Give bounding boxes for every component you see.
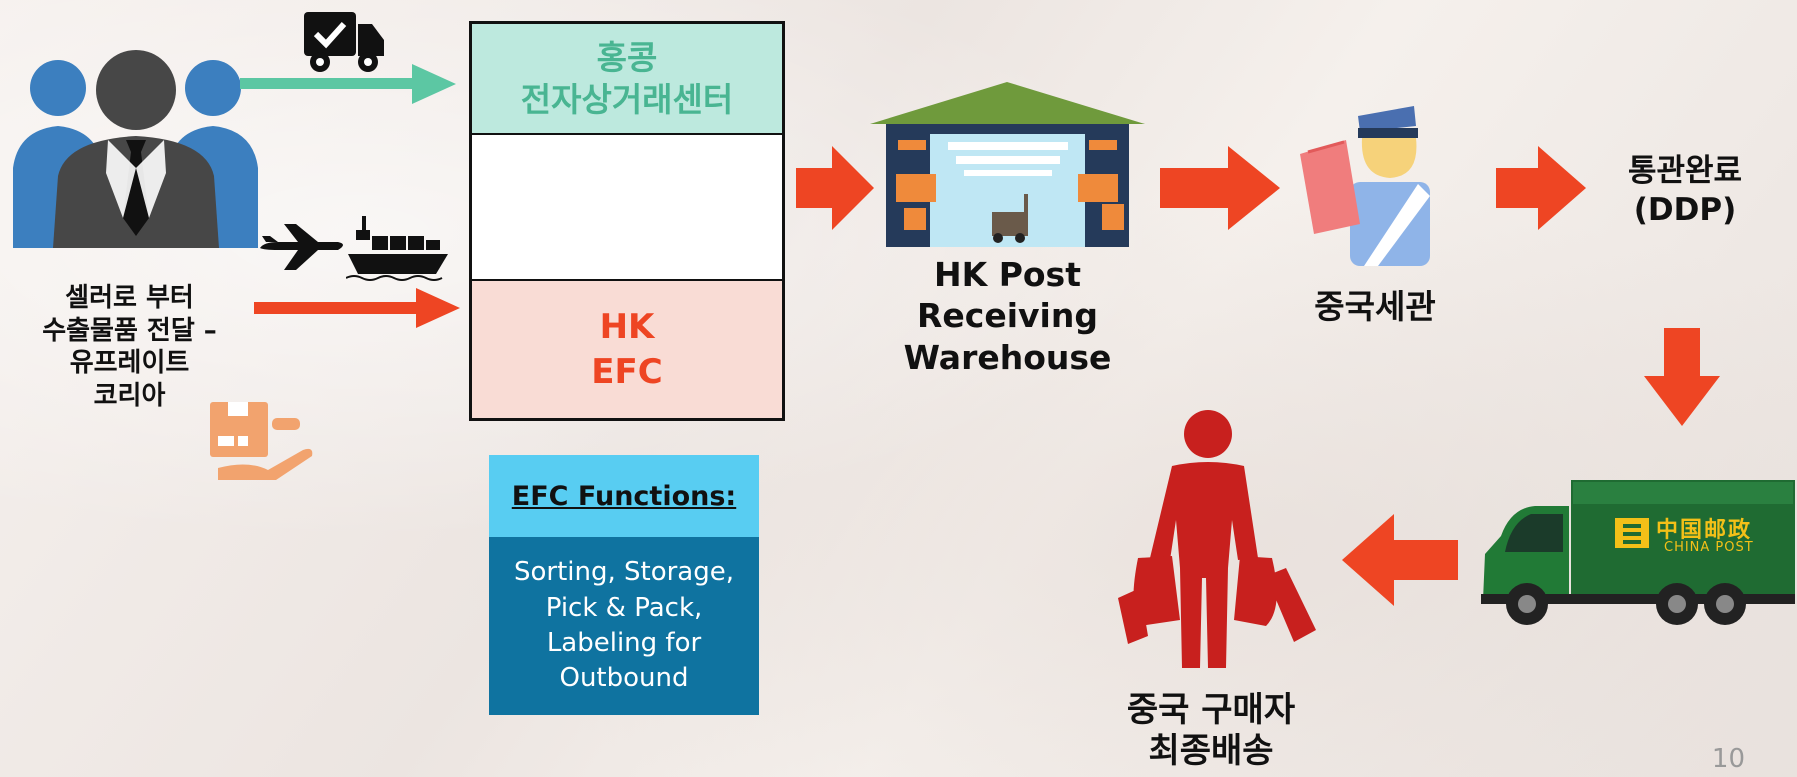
buyer-label: 중국 구매자 최종배송 [1126,690,1296,771]
arrow-to-efc [254,288,460,328]
china-post-truck-icon [1481,480,1795,625]
ecommerce-center-label-2: 전자상거래센터 [520,79,734,119]
empty-box [472,135,782,281]
efc-functions-box: EFC Functions: Sorting, Storage, Pick & … [489,455,759,715]
seller-label: 셀러로 부터 수출물품 전달 – 유프레이트 코리아 [42,283,217,411]
efc-function-line: Outbound [559,663,689,694]
warehouse-label: HK Post Receiving Warehouse [903,255,1112,377]
arrow-to-buyer [1342,514,1458,606]
efc-label-2: EFC [591,351,663,392]
delivery-truck-icon [304,12,384,72]
arrow-down-to-truck [1644,328,1720,426]
page-number: 10 [1711,744,1745,774]
efc-function-line: Pick & Pack, [545,592,703,623]
cargo-ship-icon [346,216,448,281]
hk-ecommerce-center-box: 홍콩 전자상거래센터 [472,24,782,135]
people-icon [13,50,258,248]
china-post-sign-cn: 中国邮政 [1656,518,1753,543]
customs-officer-icon [1300,106,1430,266]
china-post-sign-en: CHINA POST [1664,540,1754,555]
efc-function-line: Sorting, Storage, [513,557,735,588]
ecommerce-center-stack: 홍콩 전자상거래센터 HK EFC [469,21,785,421]
shopper-icon [1118,410,1316,668]
warehouse-icon [870,82,1145,247]
hk-efc-box: HK EFC [472,281,782,418]
customs-label: 중국세관 [1314,287,1436,326]
arrow-to-clearance [1496,146,1586,230]
efc-label-1: HK [599,307,655,348]
ecommerce-center-label-1: 홍콩 [596,38,658,78]
arrow-to-ecommerce-center [240,64,456,104]
package-hand-icon [210,402,313,480]
clearance-label: 통관완료 (DDP) [1627,153,1743,228]
arrow-to-warehouse [796,146,874,230]
arrow-to-customs [1160,146,1280,230]
efc-function-line: Labeling for [546,628,702,658]
efc-functions-title: EFC Functions: [489,455,759,537]
airplane-icon [260,224,343,270]
efc-functions-list: Sorting, Storage, Pick & Pack, Labeling … [489,537,759,715]
